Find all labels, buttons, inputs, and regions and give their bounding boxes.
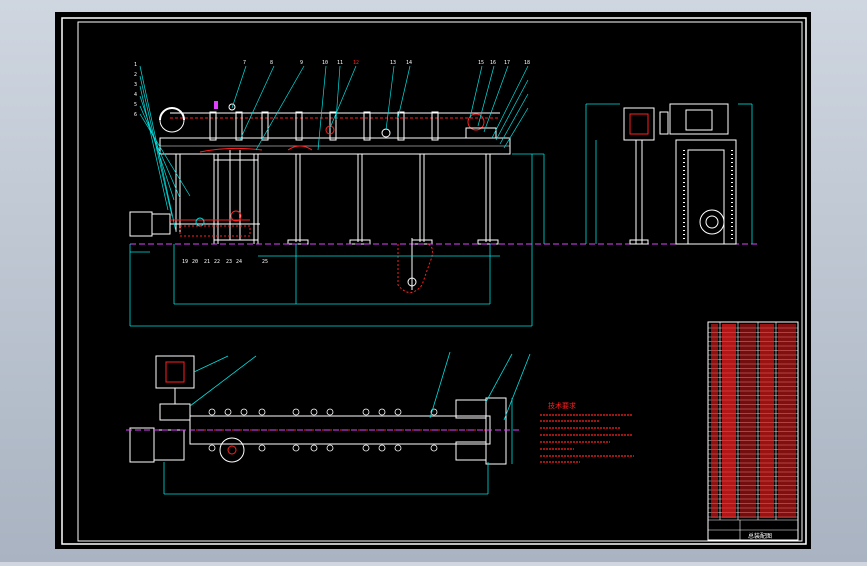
svg-text:13: 13: [390, 60, 396, 66]
balloon-labels-bottom: 19 20 21 22 23 24 25: [182, 259, 268, 265]
technical-notes: 技术要求: [540, 401, 634, 463]
svg-text:12: 12: [353, 60, 359, 66]
svg-text:21: 21: [204, 259, 210, 265]
svg-text:14: 14: [406, 60, 412, 66]
svg-text:1: 1: [134, 62, 137, 68]
svg-text:23: 23: [226, 259, 232, 265]
svg-text:19: 19: [182, 259, 188, 265]
top-dimensions: [163, 351, 531, 495]
svg-text:15: 15: [478, 60, 484, 66]
title-block: 总装配图: [707, 321, 799, 541]
drawing-sheet: [55, 12, 811, 549]
pivot-pit: [397, 243, 434, 293]
svg-text:3: 3: [134, 82, 137, 88]
side-dimensions: [585, 103, 753, 244]
svg-text:2: 2: [134, 72, 137, 78]
top-view: [126, 355, 520, 465]
svg-text:9: 9: [300, 60, 303, 66]
svg-text:17: 17: [504, 60, 510, 66]
svg-text:25: 25: [262, 259, 268, 265]
bolt-pattern: [208, 408, 438, 452]
svg-text:6: 6: [134, 112, 137, 118]
svg-text:5: 5: [134, 102, 137, 108]
svg-text:8: 8: [270, 60, 273, 66]
side-view: [623, 103, 737, 245]
leader-lines-front: [139, 65, 529, 233]
svg-text:18: 18: [524, 60, 530, 66]
svg-text:24: 24: [236, 259, 242, 265]
svg-text:11: 11: [337, 60, 343, 66]
notes-title: 技术要求: [548, 401, 576, 410]
outer-frame: [61, 17, 807, 545]
svg-text:20: 20: [192, 259, 198, 265]
right-drum: [467, 113, 485, 131]
front-view: [129, 101, 760, 293]
svg-text:4: 4: [134, 92, 137, 98]
svg-text:7: 7: [243, 60, 246, 66]
parts-list-entries: [711, 324, 796, 518]
inner-frame: [77, 21, 803, 542]
drawing-name: 总装配图: [748, 532, 772, 540]
svg-text:22: 22: [214, 259, 220, 265]
svg-text:10: 10: [322, 60, 328, 66]
svg-text:16: 16: [490, 60, 496, 66]
front-dimensions: [129, 153, 545, 327]
